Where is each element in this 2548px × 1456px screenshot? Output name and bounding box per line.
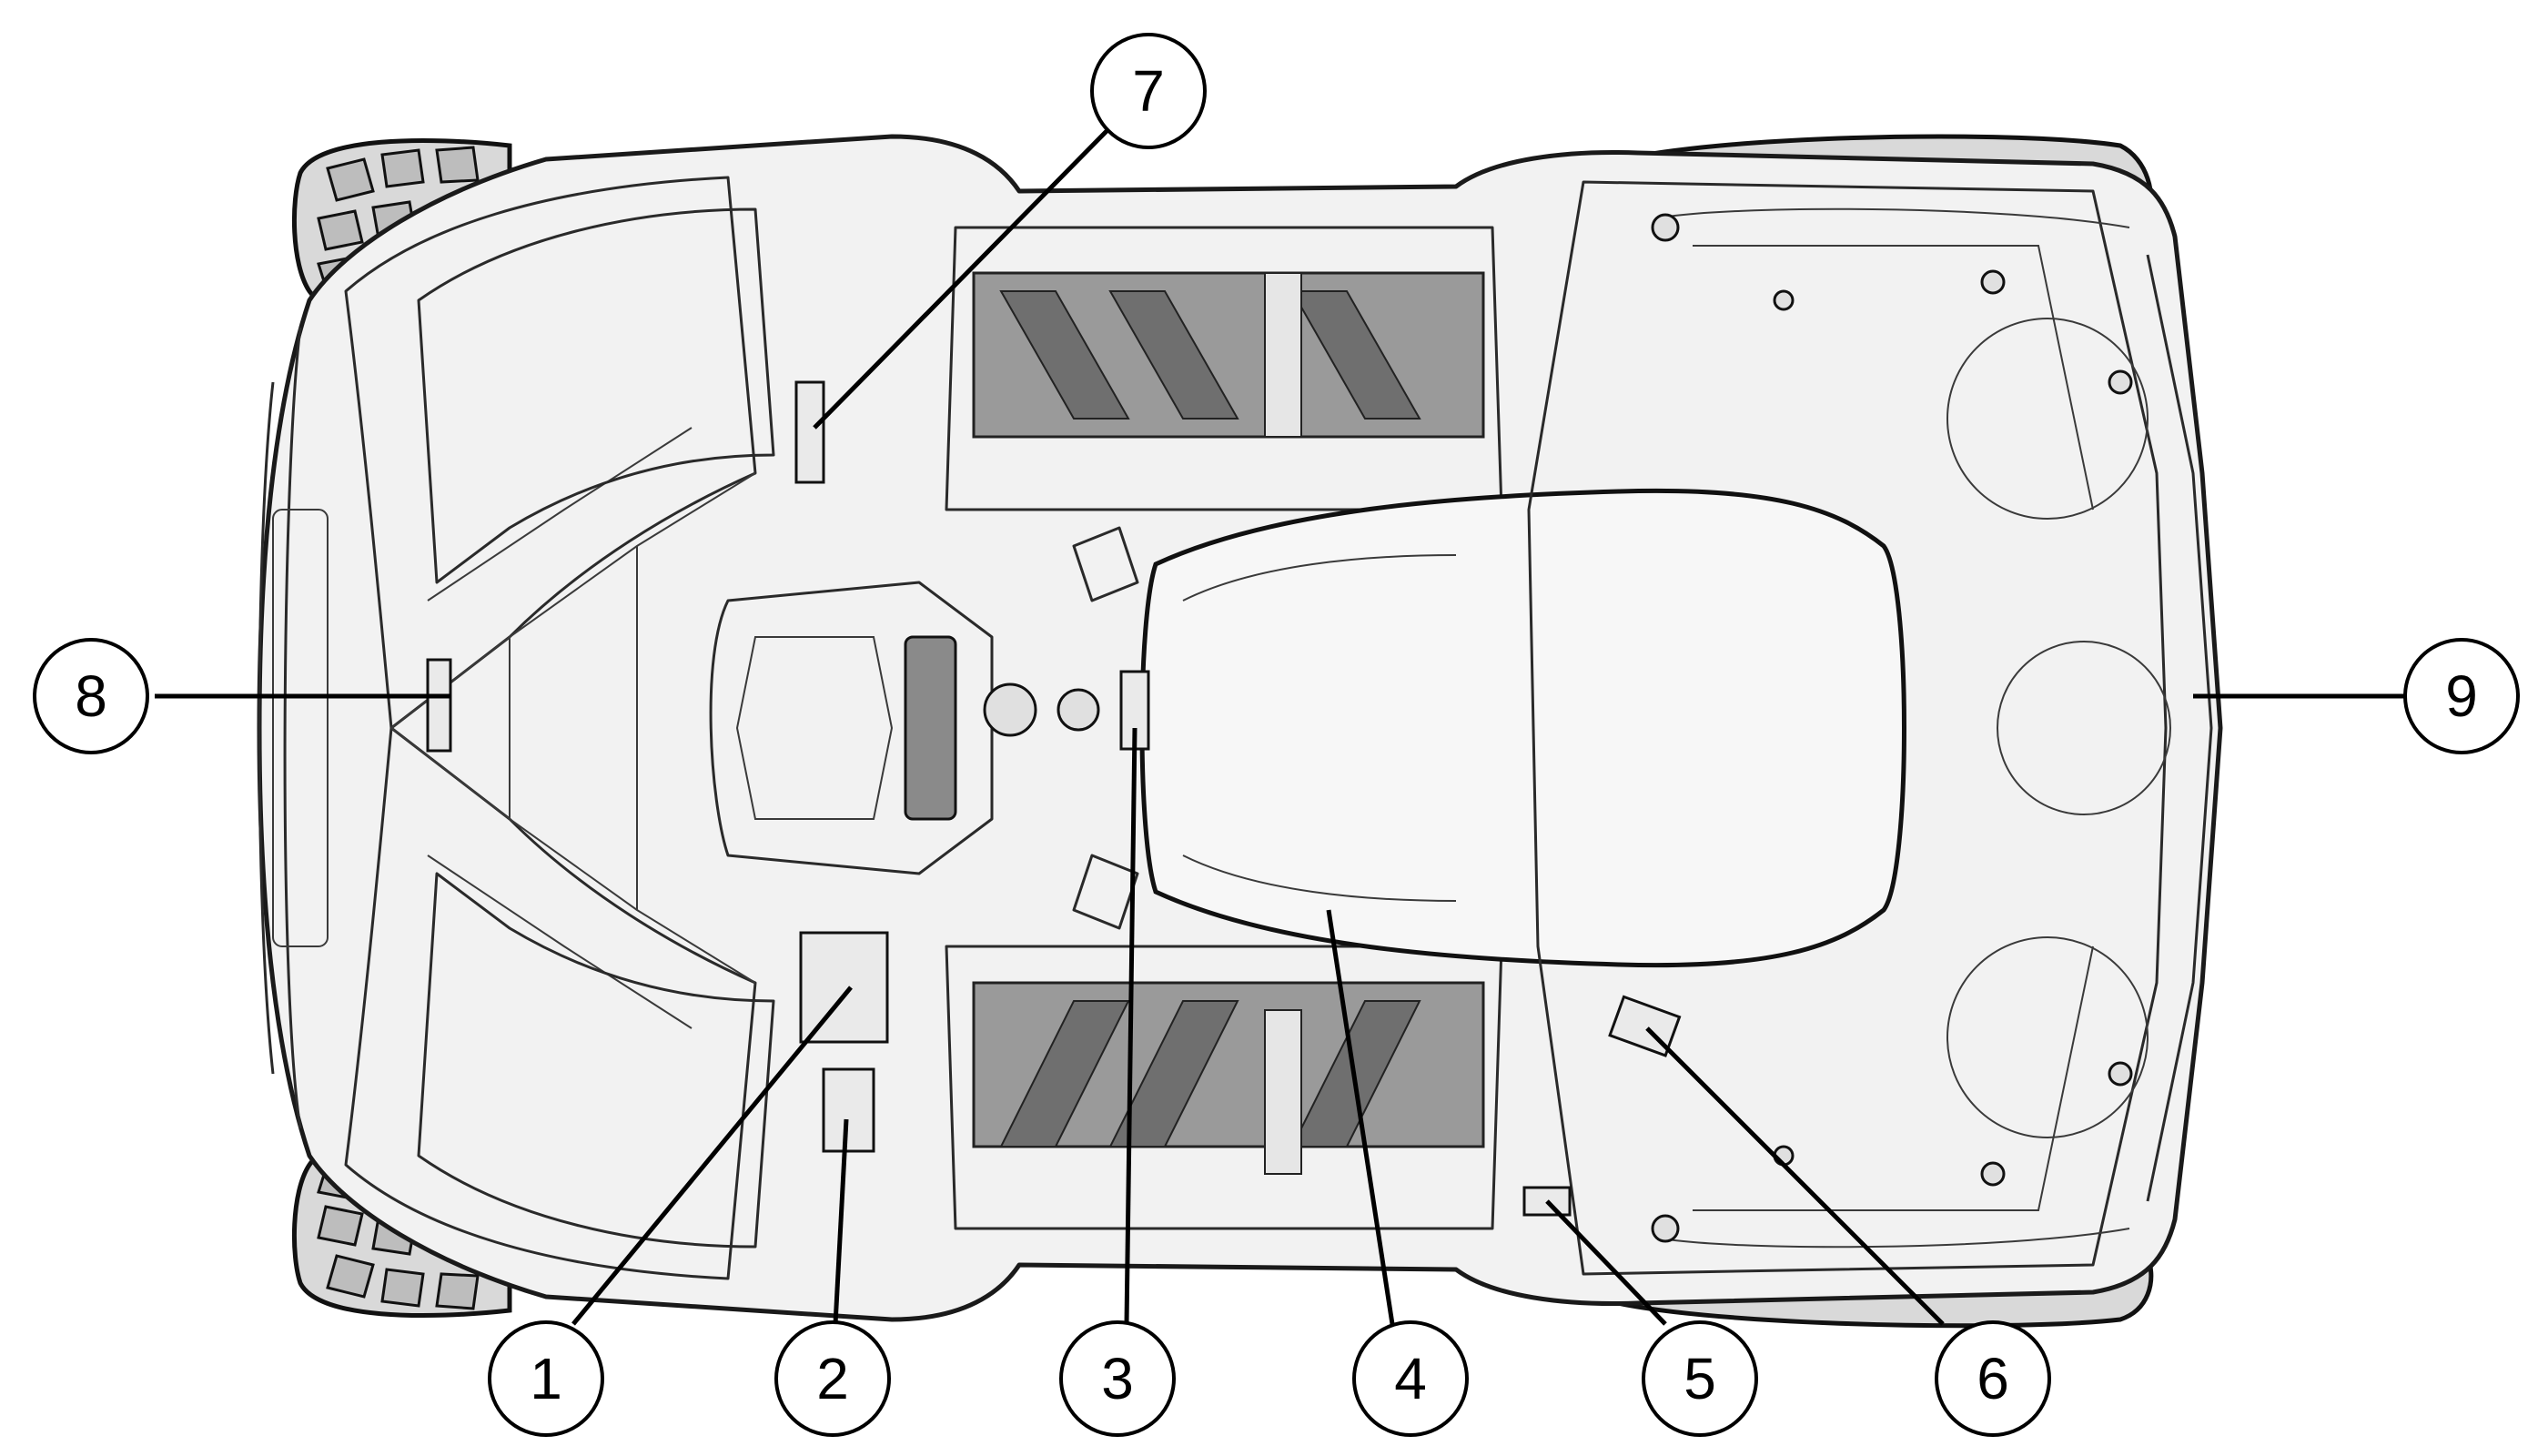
callout-4: 4 [1352, 1320, 1469, 1437]
callout-6: 6 [1935, 1320, 2051, 1437]
callout-2-number: 2 [816, 1346, 849, 1411]
dash-console [709, 581, 994, 875]
callout-4-number: 4 [1394, 1346, 1427, 1411]
callout-1: 1 [488, 1320, 604, 1437]
callout-8: 8 [33, 638, 149, 754]
callout-3: 3 [1059, 1320, 1176, 1437]
callout-6-number: 6 [1977, 1346, 2009, 1411]
label-1 [799, 931, 889, 1044]
seat [1139, 488, 1906, 968]
callout-3-number: 3 [1101, 1346, 1134, 1411]
callout-9: 9 [2403, 638, 2520, 754]
front-bumper [258, 327, 302, 1129]
label-8 [426, 658, 452, 753]
label-7 [794, 380, 825, 484]
leader-lines [155, 126, 2407, 1326]
rear-grab-bar [2146, 254, 2213, 1202]
atv-top-view [257, 134, 2223, 1329]
callout-7: 7 [1090, 33, 1207, 149]
callout-2: 2 [774, 1320, 891, 1437]
callout-1-number: 1 [530, 1346, 562, 1411]
label-2 [822, 1067, 875, 1153]
callout-5-number: 5 [1684, 1346, 1716, 1411]
callout-9-number: 9 [2445, 663, 2478, 729]
footrest-bottom [945, 945, 1503, 1230]
footrest-top [945, 226, 1503, 511]
callout-5: 5 [1642, 1320, 1758, 1437]
callout-8-number: 8 [75, 663, 107, 729]
callout-7-number: 7 [1132, 58, 1165, 124]
